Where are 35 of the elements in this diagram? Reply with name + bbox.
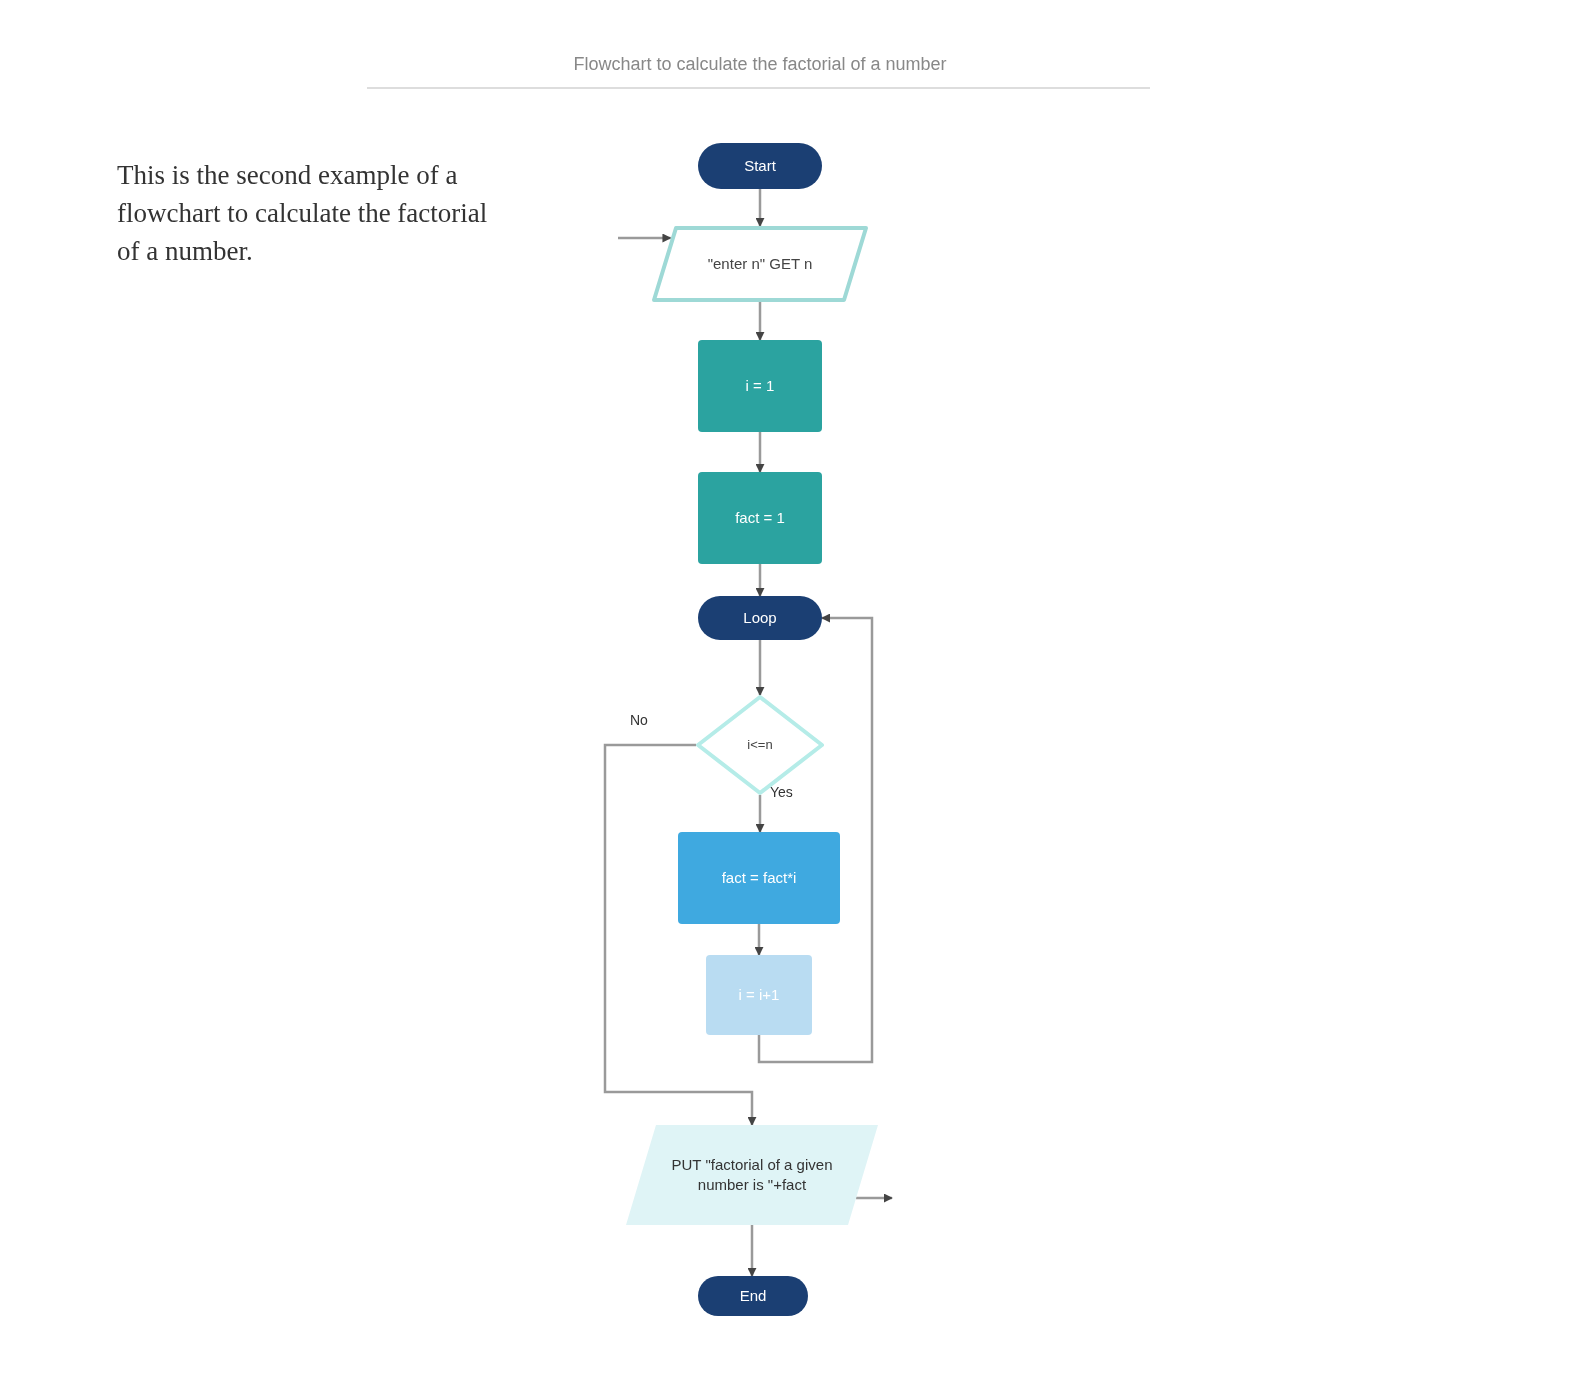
description-text: This is the second example of a flowchart to calculate the factorial of a number. [117, 159, 489, 268]
node-label: Loop [742, 607, 778, 628]
node-label: fact = fact*i [720, 867, 798, 888]
node-label: Start [743, 155, 777, 176]
arrow [755, 640, 765, 696]
arrow [603, 743, 757, 1126]
input-parallelogram [652, 226, 868, 302]
arrow [755, 189, 765, 227]
output-parallelogram [626, 1125, 878, 1225]
node-label: "enter n" GET n [706, 253, 814, 274]
arrow [755, 795, 765, 833]
node-label: fact = 1 [734, 507, 786, 528]
arrow [754, 924, 764, 956]
arrow [618, 233, 672, 243]
process-box [698, 472, 822, 564]
diagram-title: Flowchart to calculate the factorial of a number [572, 54, 948, 75]
node-label: PUT "factorial of a given number is "+fact [670, 1154, 834, 1195]
arrow [856, 1193, 893, 1203]
end-terminal [698, 1276, 808, 1316]
arrow [757, 613, 874, 1064]
node-label: i<=n [746, 736, 774, 754]
arrow [755, 564, 765, 597]
node-label: i = i+1 [737, 984, 781, 1005]
node-label: i = 1 [744, 375, 776, 396]
edge-label: No [628, 712, 650, 728]
arrow [755, 302, 765, 341]
process-box [678, 832, 840, 924]
process-box [698, 340, 822, 432]
node-label: End [738, 1285, 768, 1306]
arrow [747, 1225, 757, 1277]
arrow [755, 432, 765, 473]
start-terminal [698, 143, 822, 189]
decision-diamond [696, 695, 824, 795]
loop-terminal [698, 596, 822, 640]
process-box [706, 955, 812, 1035]
